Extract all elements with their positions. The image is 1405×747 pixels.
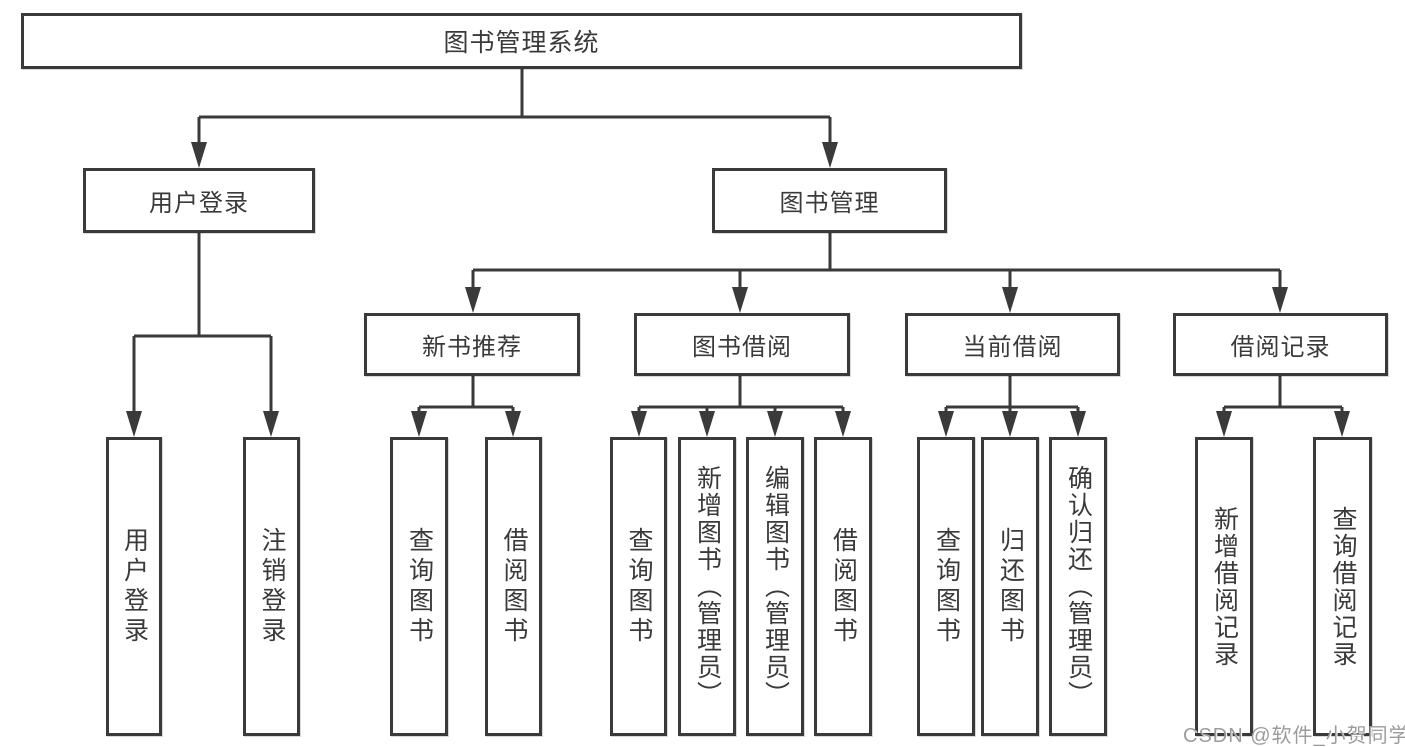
node-borrow-records: 借阅记录 [1173,313,1388,376]
leaf-query-books-borrow: 查询图书 [610,437,667,736]
node-library-management-system: 图书管理系统 [21,13,1022,69]
leaf-add-borrow-record: 新增借阅记录 [1195,437,1253,736]
node-book-borrow: 图书借阅 [634,313,850,376]
node-label: 图书借阅 [692,334,792,361]
csdn-watermark: CSDN @软件_小贺同学 [1183,725,1405,747]
leaf-label: 查询图书 [405,526,434,647]
leaf-edit-books-admin: 编辑图书（管理员） [746,437,804,736]
node-current-borrow: 当前借阅 [905,313,1120,376]
leaf-query-borrow-record: 查询借阅记录 [1313,437,1372,736]
leaf-add-books-admin: 新增图书（管理员） [678,437,736,736]
arrowhead-icons [126,142,1350,437]
leaf-user-login: 用户登录 [106,437,162,736]
node-book-management: 图书管理 [712,168,947,233]
leaf-query-books-recommend: 查询图书 [390,437,448,736]
leaf-logout: 注销登录 [243,437,300,736]
leaf-confirm-return-admin: 确认归还（管理员） [1049,437,1107,736]
leaf-label: 查询借阅记录 [1329,505,1357,668]
leaf-label: 新增借阅记录 [1210,505,1239,668]
leaf-label: 借阅图书 [829,526,858,647]
node-new-book-recommend: 新书推荐 [364,313,580,376]
node-label: 图书管理系统 [443,29,600,57]
node-label: 用户登录 [149,190,249,217]
leaf-label: 新增图书（管理员） [693,465,722,708]
leaf-query-books-current: 查询图书 [917,437,975,736]
node-label: 图书管理 [779,190,880,217]
leaf-label: 编辑图书（管理员） [761,465,790,708]
leaf-label: 确认归还（管理员） [1064,465,1093,708]
leaf-label: 注销登录 [258,526,286,647]
leaf-borrow-books-recommend: 借阅图书 [485,437,542,736]
leaf-label: 查询图书 [625,526,653,647]
leaf-return-books: 归还图书 [981,437,1039,736]
leaf-label: 用户登录 [120,526,149,647]
node-label: 新书推荐 [422,334,522,361]
leaf-label: 借阅图书 [500,526,528,647]
leaf-borrow-books: 借阅图书 [814,437,872,736]
leaf-label: 归还图书 [996,526,1025,647]
node-label: 当前借阅 [962,334,1063,361]
leaf-label: 查询图书 [932,526,961,647]
node-user-login: 用户登录 [83,168,315,233]
node-label: 借阅记录 [1230,334,1331,361]
